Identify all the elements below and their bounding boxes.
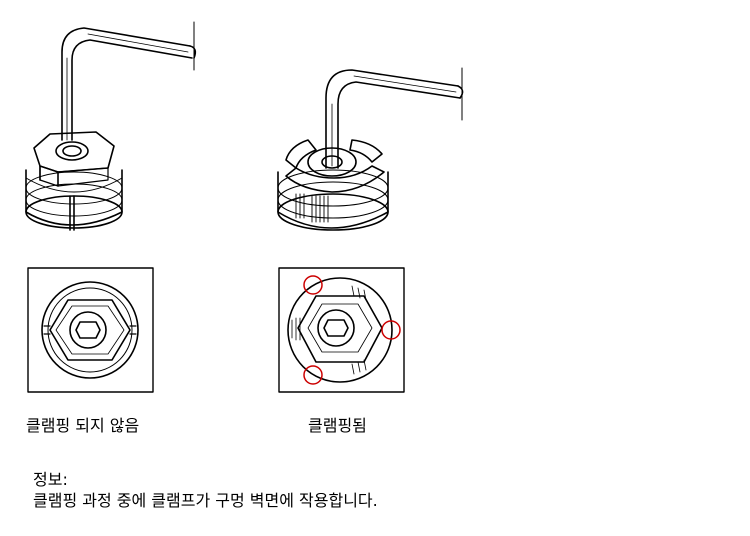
caption-unclamped: 클램핑 되지 않음 <box>26 416 140 435</box>
unclamped-top-view <box>27 267 154 393</box>
caption-clamped: 클램핑됨 <box>308 416 367 435</box>
clamp-body-left <box>25 131 123 231</box>
clamp-body-right <box>277 139 389 231</box>
hex-key-left <box>61 21 197 141</box>
contact-highlight-right <box>381 320 401 340</box>
unclamped-3d-illustration <box>25 21 197 231</box>
info-text: 클램핑 과정 중에 클램프가 구멍 벽면에 작용합니다. <box>33 491 378 510</box>
info-heading: 정보: <box>33 470 68 489</box>
hex-key-right <box>325 67 464 169</box>
clamped-3d-illustration <box>277 67 464 231</box>
contact-highlight-bottom <box>303 365 323 385</box>
contact-highlights <box>303 275 401 385</box>
contact-highlight-top <box>303 275 323 295</box>
clamped-top-view <box>278 267 405 393</box>
